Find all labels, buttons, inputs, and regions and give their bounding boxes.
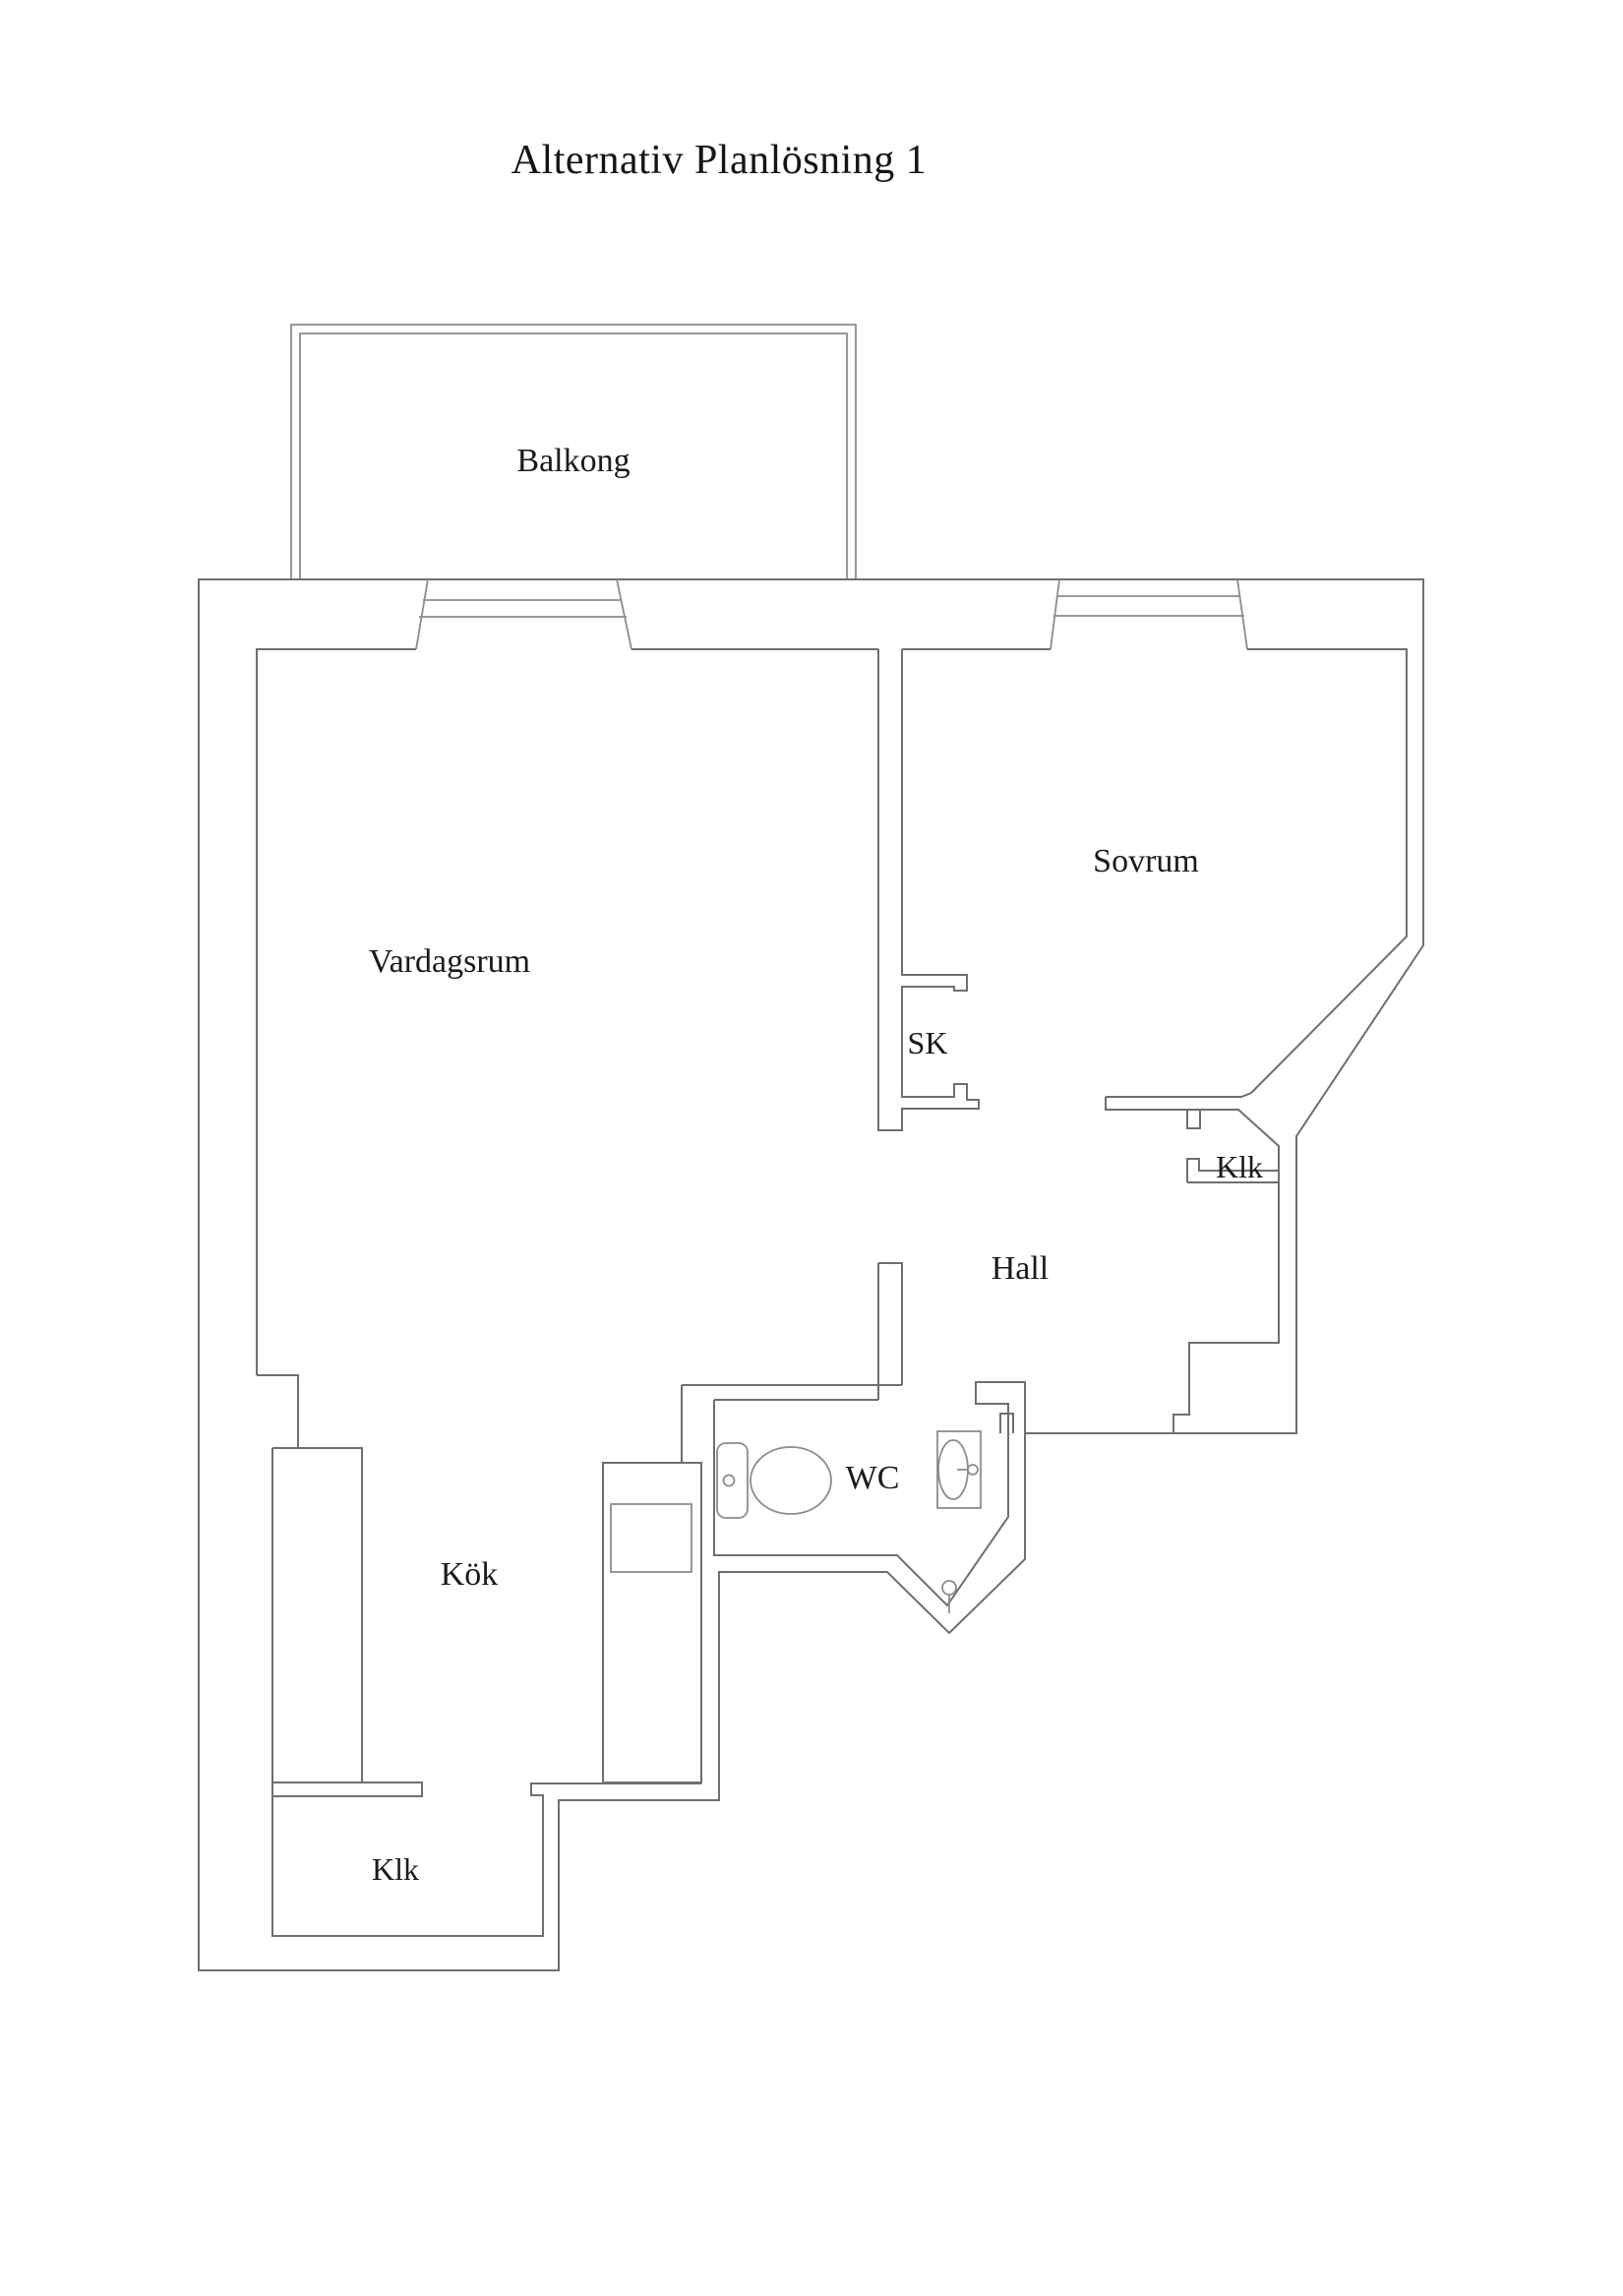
page-title: Alternativ Planlösning 1: [511, 138, 928, 183]
kitchen-left-counter-klk: [271, 1447, 701, 1937]
room-label-klk-right: Klk: [1216, 1149, 1263, 1184]
sovrum-east-wall: [1247, 648, 1408, 1094]
sovrum-window-icon: [1050, 578, 1248, 650]
room-label-sk: SK: [908, 1025, 948, 1060]
balcony-outline: [290, 324, 857, 578]
livingroom-inner-wall: [256, 648, 416, 1448]
kitchen-right-counter: [602, 1462, 702, 1783]
livingroom-window-icon: [415, 578, 632, 650]
wc-walls: [681, 1262, 1026, 1607]
klk-right-bottom-wall: [1186, 1158, 1279, 1183]
room-label-sovrum: Sovrum: [1093, 843, 1199, 879]
room-label-klk-bottom: Klk: [372, 1851, 419, 1887]
room-label-vardagsrum: Vardagsrum: [369, 943, 530, 980]
room-label-wc: WC: [846, 1460, 900, 1496]
sink-icon: [936, 1430, 982, 1509]
room-label-kok: Kök: [441, 1556, 499, 1593]
door-handle-icon: [941, 1580, 957, 1613]
room-label-hall: Hall: [992, 1250, 1050, 1287]
stove-icon: [610, 1503, 692, 1573]
room-label-balkong: Balkong: [516, 443, 630, 479]
divider-wall-sk-closet: [877, 649, 980, 1131]
outer-wall: [198, 578, 1424, 1971]
toilet-icon: [716, 1442, 832, 1519]
sovrum-south-wall: [1105, 1092, 1280, 1433]
